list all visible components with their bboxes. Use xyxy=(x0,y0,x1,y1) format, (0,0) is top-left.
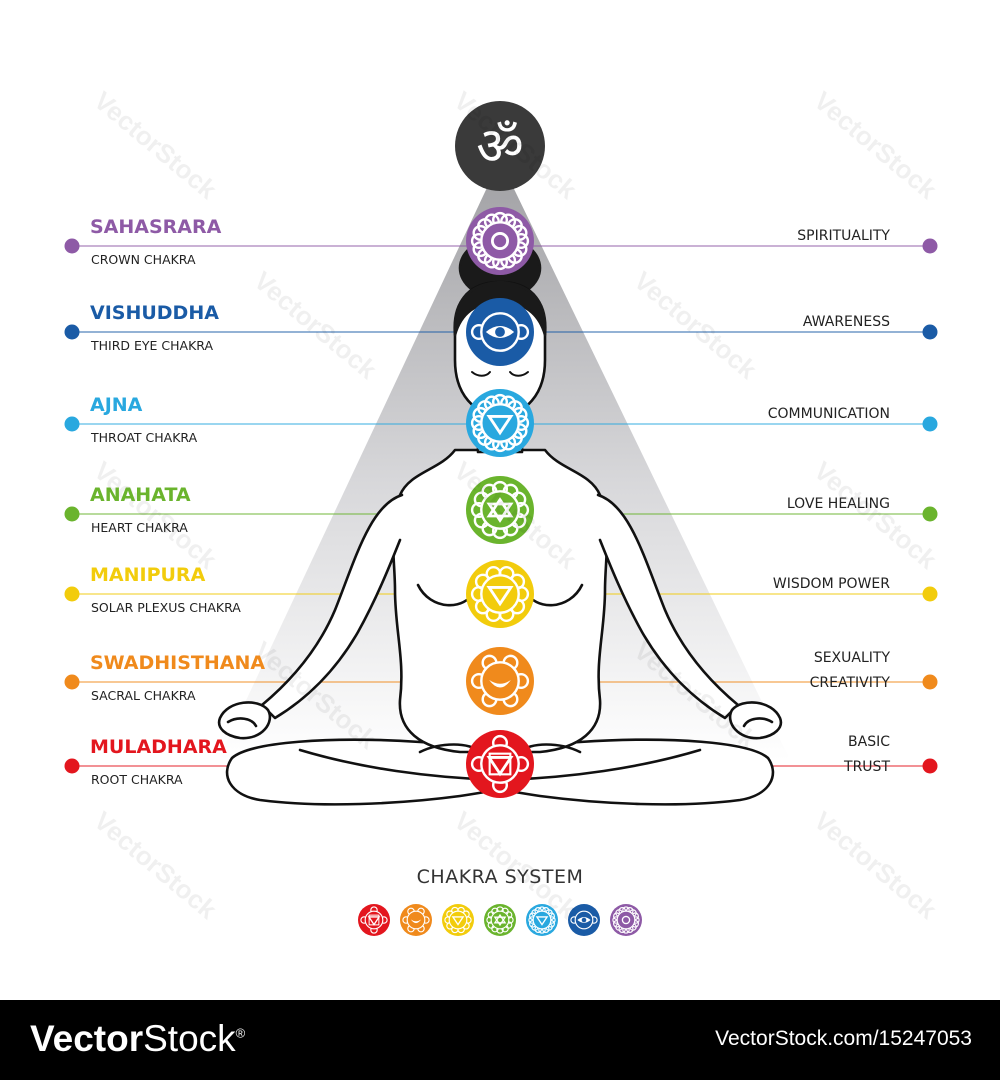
right-dot xyxy=(922,324,938,340)
left-dot xyxy=(64,586,80,602)
chakra-name: SWADHISTHANA xyxy=(90,652,266,674)
legend-chakra-anahata xyxy=(484,904,516,936)
chakra-meaning: WISDOM POWER xyxy=(773,572,890,597)
image-url: VectorStock.com/15247053 xyxy=(715,1027,972,1050)
om-symbol: ॐ xyxy=(455,101,545,191)
right-dot xyxy=(922,416,938,432)
right-dot xyxy=(922,238,938,254)
chakra-meaning: SEXUALITY CREATIVITY xyxy=(810,646,890,696)
chakra-meaning-line: AWARENESS xyxy=(802,314,890,330)
chakra-name: VISHUDDHA xyxy=(90,302,219,324)
chakra-meaning: LOVE HEALING xyxy=(787,492,890,517)
chakra-circle-sahasrara xyxy=(466,207,534,275)
chakra-name: SAHASRARA xyxy=(90,216,222,238)
legend-chakra-swadhisthana xyxy=(400,904,432,936)
chakra-meaning: COMMUNICATION xyxy=(768,402,890,427)
chakra-legend-row xyxy=(358,904,642,936)
chakra-circle-ajna xyxy=(466,389,534,457)
left-dot xyxy=(64,758,80,774)
left-dot xyxy=(64,416,80,432)
chakra-meaning-line: BASIC xyxy=(848,734,890,750)
chakra-circle-muladhara xyxy=(466,730,534,798)
chakra-meaning-line: WISDOM POWER xyxy=(772,576,890,592)
chakra-subtitle: SOLAR PLEXUS CHAKRA xyxy=(91,600,241,615)
chakra-meaning-line: SEXUALITY xyxy=(813,650,890,666)
chakra-circle-manipura xyxy=(466,560,534,628)
chakra-diagram: ॐ xyxy=(64,101,938,936)
chakra-meaning-line: COMMUNICATION xyxy=(767,406,890,422)
chakra-meaning: BASIC TRUST xyxy=(844,730,890,780)
legend-chakra-vishuddha xyxy=(568,904,600,936)
legend-chakra-manipura xyxy=(442,904,474,936)
chakra-name: ANAHATA xyxy=(90,484,191,506)
left-dot xyxy=(64,324,80,340)
chakra-subtitle: CROWN CHAKRA xyxy=(91,252,196,267)
chakra-subtitle: HEART CHAKRA xyxy=(91,520,188,535)
right-dot xyxy=(922,758,938,774)
legend-chakra-sahasrara xyxy=(610,904,642,936)
right-dot xyxy=(922,674,938,690)
chakra-meaning-line: CREATIVITY xyxy=(809,675,890,691)
chakra-subtitle: ROOT CHAKRA xyxy=(91,772,183,787)
body-chakra-circles xyxy=(466,207,534,798)
right-dot xyxy=(922,506,938,522)
chakra-circle-anahata xyxy=(466,476,534,544)
chakra-subtitle: THROAT CHAKRA xyxy=(91,430,198,445)
chakra-meaning-line: LOVE HEALING xyxy=(786,496,890,512)
chakra-system-title: CHAKRA SYSTEM xyxy=(416,866,584,888)
chakra-subtitle: SACRAL CHAKRA xyxy=(91,688,196,703)
right-dot xyxy=(922,586,938,602)
left-dot xyxy=(64,506,80,522)
om-glyph: ॐ xyxy=(476,117,523,177)
chakra-meaning-line: TRUST xyxy=(844,759,890,775)
footer-bar: VectorStock® VectorStock.com/15247053 xyxy=(0,1000,1000,1080)
chakra-name: MULADHARA xyxy=(90,736,227,758)
chakra-circle-vishuddha xyxy=(466,298,534,366)
left-dot xyxy=(64,238,80,254)
legend-chakra-ajna xyxy=(526,904,558,936)
chakra-name: MANIPURA xyxy=(90,564,206,586)
chakra-meaning: AWARENESS xyxy=(803,310,890,335)
vectorstock-logo: VectorStock® xyxy=(30,1018,246,1059)
chakra-circle-swadhisthana xyxy=(466,647,534,715)
left-dot xyxy=(64,674,80,690)
chakra-meaning: SPIRITUALITY xyxy=(797,224,890,249)
chakra-subtitle: THIRD EYE CHAKRA xyxy=(91,338,214,353)
chakra-name: AJNA xyxy=(90,394,143,416)
chakra-meaning-line: SPIRITUALITY xyxy=(797,228,890,244)
legend-chakra-muladhara xyxy=(358,904,390,936)
